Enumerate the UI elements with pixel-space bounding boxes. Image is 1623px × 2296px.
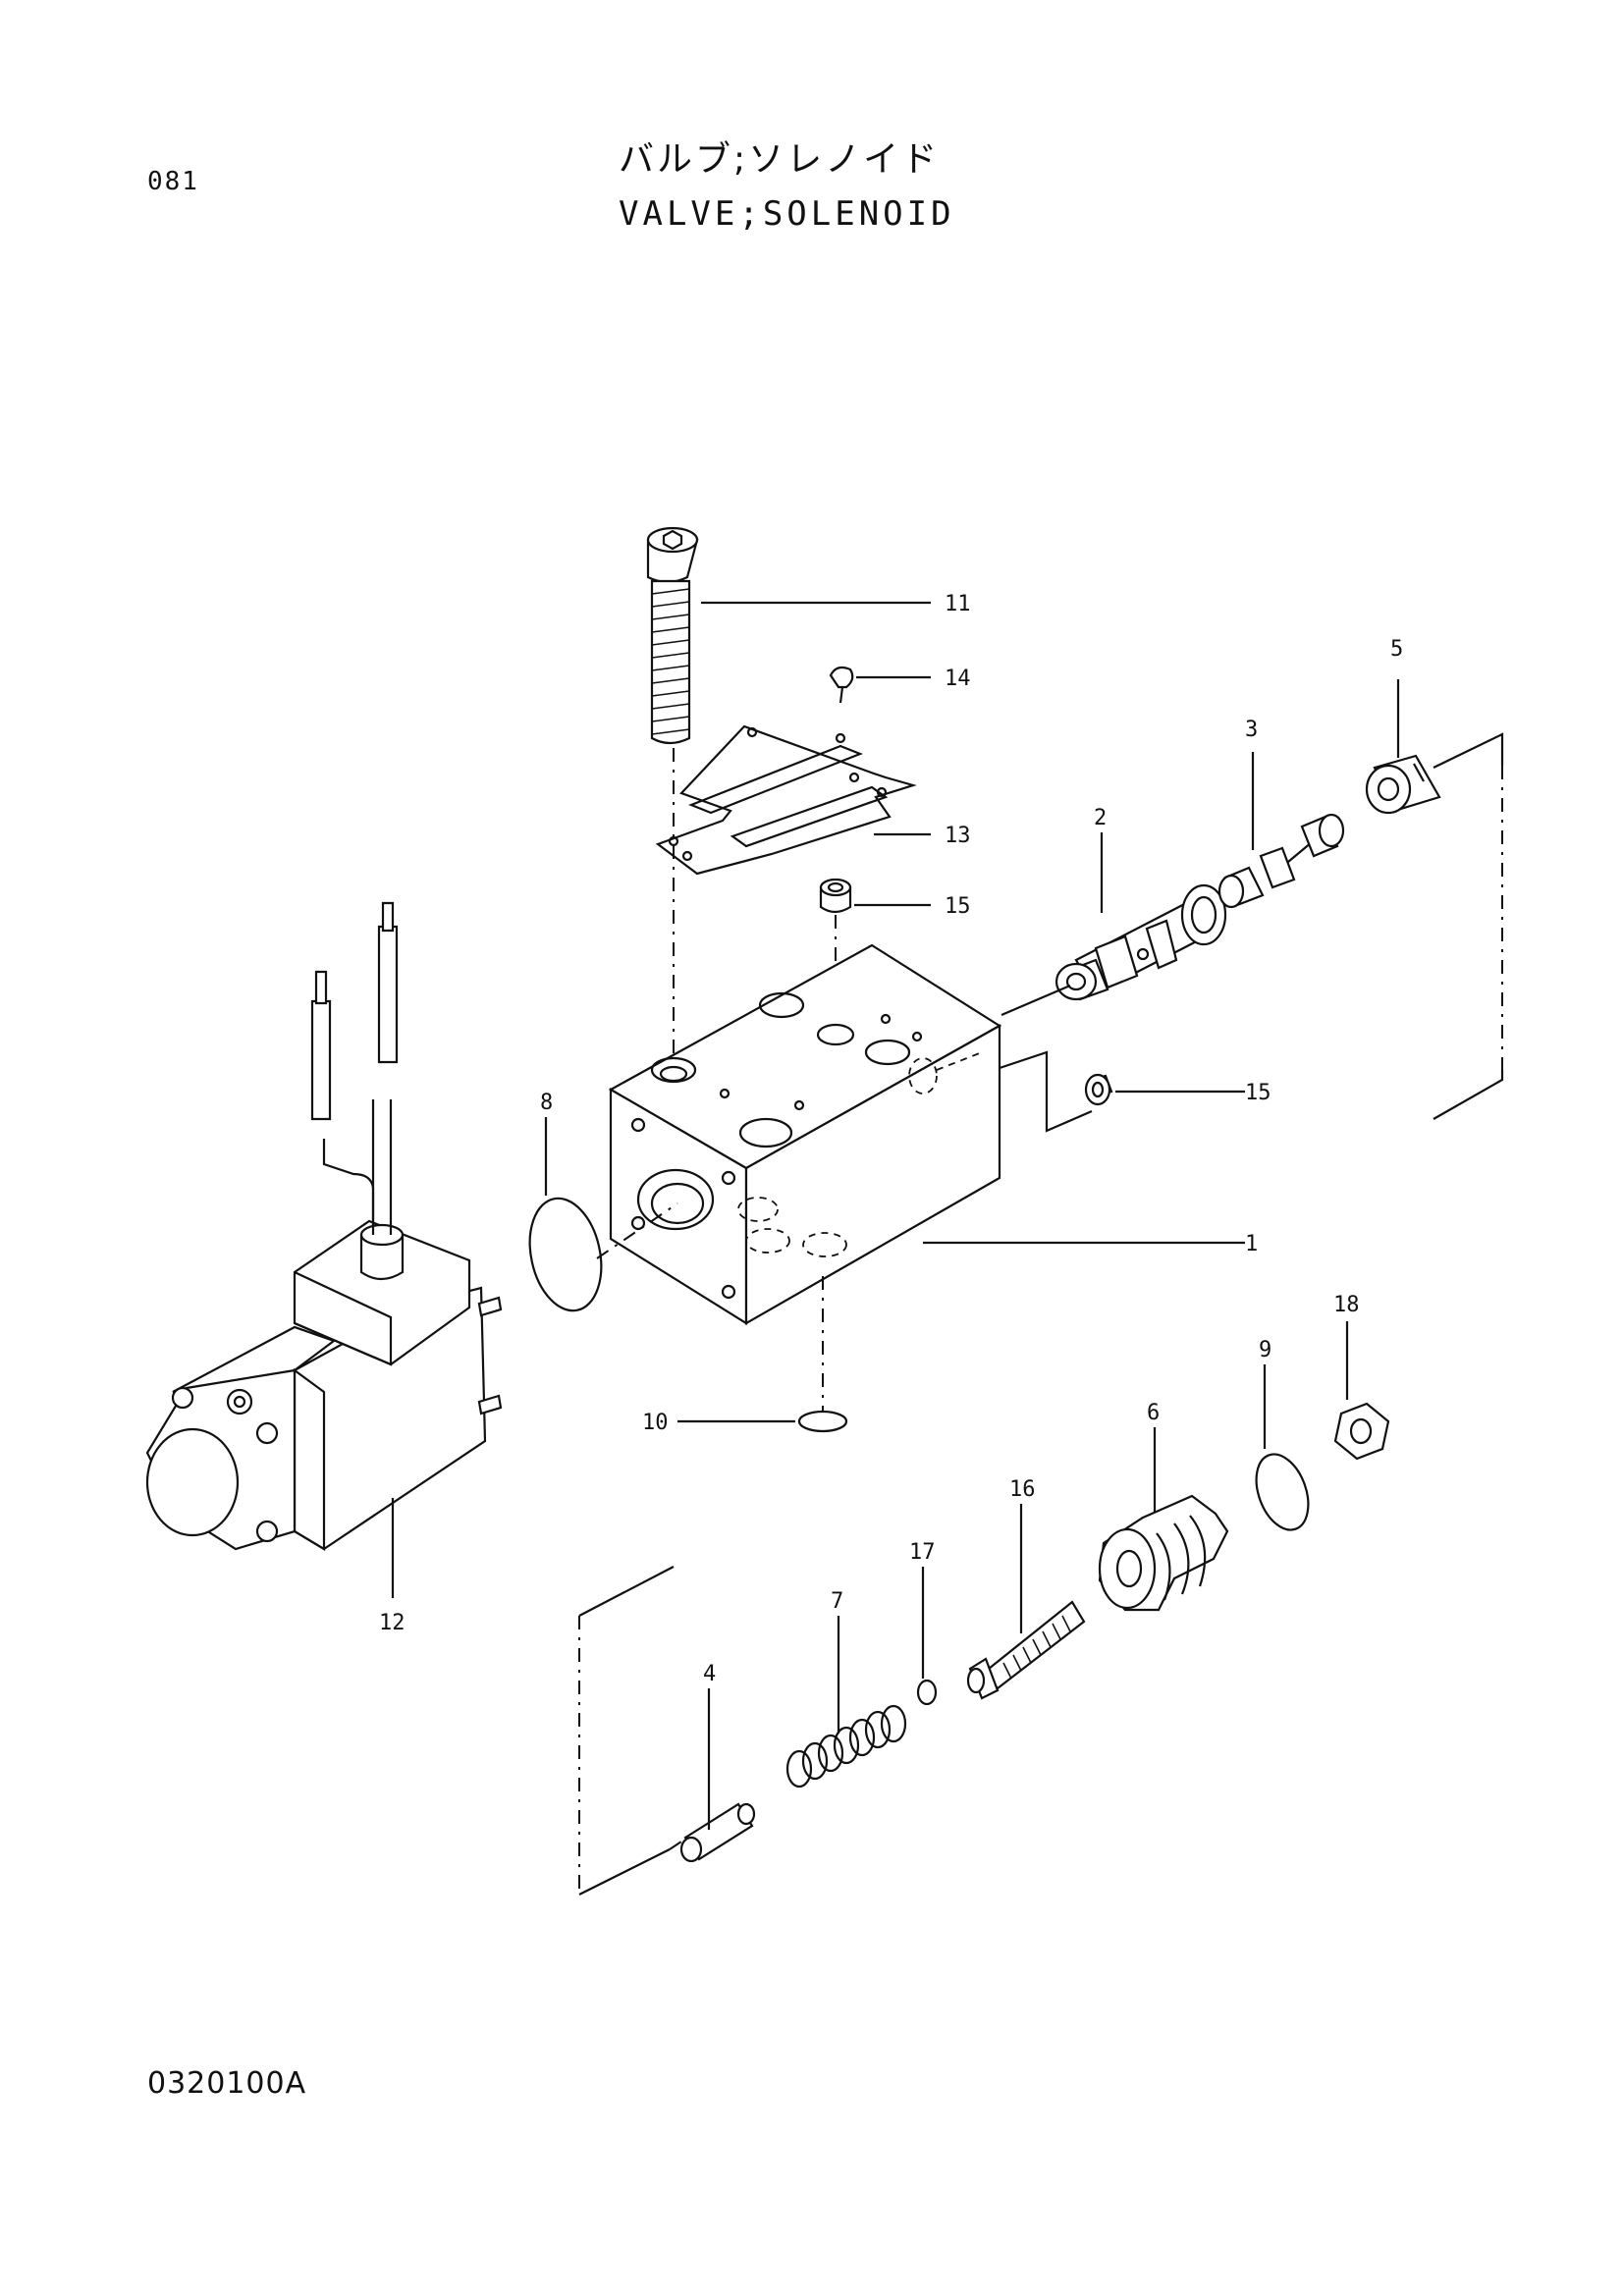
callout-18: 18 <box>1333 1293 1360 1317</box>
part-18-nut <box>1333 1402 1390 1461</box>
part-11-cap-screw <box>646 526 699 745</box>
page-number: 081 <box>147 167 199 196</box>
title-japanese: バルブ;ソレノイド <box>619 139 941 180</box>
callout-4: 4 <box>703 1662 716 1686</box>
part-14-screw <box>829 666 854 704</box>
part-2-sleeve <box>1055 883 1227 1001</box>
part-3-spool <box>1217 813 1345 909</box>
callout-13: 13 <box>945 824 971 848</box>
callout-16: 16 <box>1009 1477 1036 1502</box>
callout-6: 6 <box>1147 1401 1160 1425</box>
callout-2: 2 <box>1094 806 1107 830</box>
callout-5: 5 <box>1390 637 1403 662</box>
part-13-cover-plate <box>655 724 917 876</box>
callout-11: 11 <box>945 592 971 616</box>
part-12-solenoid <box>145 901 503 1551</box>
part-8-o-ring <box>528 1197 603 1312</box>
callout-10: 10 <box>642 1411 669 1435</box>
part-15-plug-top <box>819 878 852 914</box>
callout-8: 8 <box>540 1091 553 1115</box>
part-1-valve-body <box>608 943 1002 1325</box>
callout-1: 1 <box>1245 1232 1258 1256</box>
part-4-pin <box>679 1802 756 1863</box>
part-5-plug <box>1365 754 1441 815</box>
part-7-spring <box>785 1704 907 1789</box>
callout-15-top: 15 <box>945 894 971 919</box>
part-17-o-ring <box>916 1679 938 1706</box>
part-10-o-ring <box>797 1410 848 1433</box>
part-6-housing <box>1098 1494 1229 1612</box>
callout-9: 9 <box>1259 1338 1271 1362</box>
callout-15-side: 15 <box>1245 1081 1271 1105</box>
callout-12: 12 <box>379 1611 406 1635</box>
drawing-code: 0320100A <box>147 2066 307 2101</box>
callout-17: 17 <box>909 1540 936 1565</box>
title-english: VALVE;SOLENOID <box>619 194 955 234</box>
callout-14: 14 <box>945 667 971 691</box>
callout-3: 3 <box>1245 718 1258 742</box>
callout-7: 7 <box>831 1589 843 1614</box>
part-16-adjusting-screw <box>966 1600 1086 1700</box>
part-15-plug-side <box>1084 1073 1113 1106</box>
part-9-o-ring <box>1255 1453 1310 1531</box>
